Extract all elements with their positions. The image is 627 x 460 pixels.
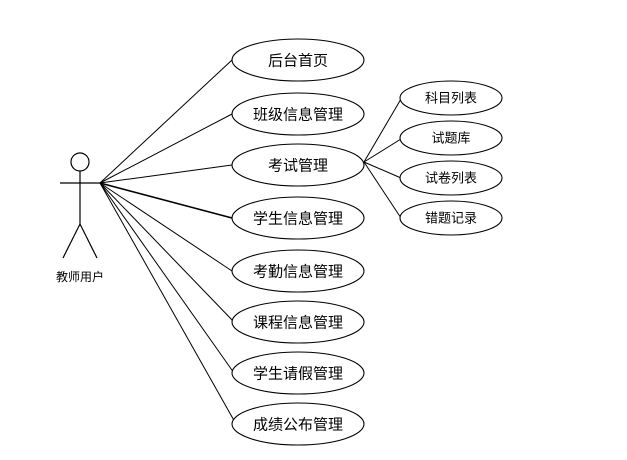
link-backend-home bbox=[99, 59, 233, 184]
use-case-label: 考试管理 bbox=[268, 157, 328, 175]
link-class-info bbox=[99, 113, 233, 184]
use-case-label: 学生信息管理 bbox=[253, 210, 343, 228]
sub-case-wrong-records: 错题记录 bbox=[399, 200, 503, 236]
use-case-label: 班级信息管理 bbox=[253, 106, 343, 124]
link-attendance bbox=[99, 182, 233, 272]
link-subject-list bbox=[363, 98, 402, 163]
actor-left-leg bbox=[62, 223, 81, 259]
use-case-grades: 成绩公布管理 bbox=[231, 402, 365, 446]
sub-case-paper-list: 试卷列表 bbox=[399, 160, 503, 196]
use-case-class-info: 班级信息管理 bbox=[231, 92, 365, 136]
sub-case-question-bank: 试题库 bbox=[399, 120, 503, 156]
actor-right-leg bbox=[79, 223, 98, 259]
use-case-course-info: 课程信息管理 bbox=[231, 300, 365, 344]
actor-figure bbox=[60, 152, 100, 259]
actor-label: 教师用户 bbox=[56, 269, 104, 284]
use-case-label: 成绩公布管理 bbox=[253, 416, 343, 434]
use-case-label: 考勤信息管理 bbox=[253, 263, 343, 281]
link-course-info bbox=[99, 182, 235, 323]
use-case-label: 学生请假管理 bbox=[253, 365, 343, 383]
sub-case-label: 错题记录 bbox=[425, 212, 477, 227]
use-case-exam: 考试管理 bbox=[231, 143, 365, 187]
use-case-student-info: 学生信息管理 bbox=[231, 196, 365, 240]
link-question-bank bbox=[363, 138, 402, 163]
link-student-info bbox=[99, 182, 233, 219]
use-case-leave: 学生请假管理 bbox=[231, 351, 365, 395]
link-wrong-records bbox=[363, 161, 402, 219]
use-case-attendance: 考勤信息管理 bbox=[231, 249, 365, 293]
actor-head bbox=[70, 152, 90, 172]
sub-case-label: 试卷列表 bbox=[425, 171, 477, 187]
link-grades bbox=[99, 182, 237, 425]
link-paper-list bbox=[363, 161, 402, 179]
link-exam bbox=[99, 164, 233, 184]
sub-case-label: 试题库 bbox=[431, 131, 470, 147]
link-leave bbox=[99, 182, 235, 374]
use-case-label: 后台首页 bbox=[268, 52, 328, 70]
use-case-label: 课程信息管理 bbox=[253, 314, 343, 332]
exam-sub-associations bbox=[363, 98, 402, 219]
use-case-backend-home: 后台首页 bbox=[231, 38, 365, 82]
sub-case-subject-list: 科目列表 bbox=[399, 80, 503, 116]
sub-case-label: 科目列表 bbox=[425, 92, 477, 107]
actor-associations bbox=[99, 59, 237, 425]
